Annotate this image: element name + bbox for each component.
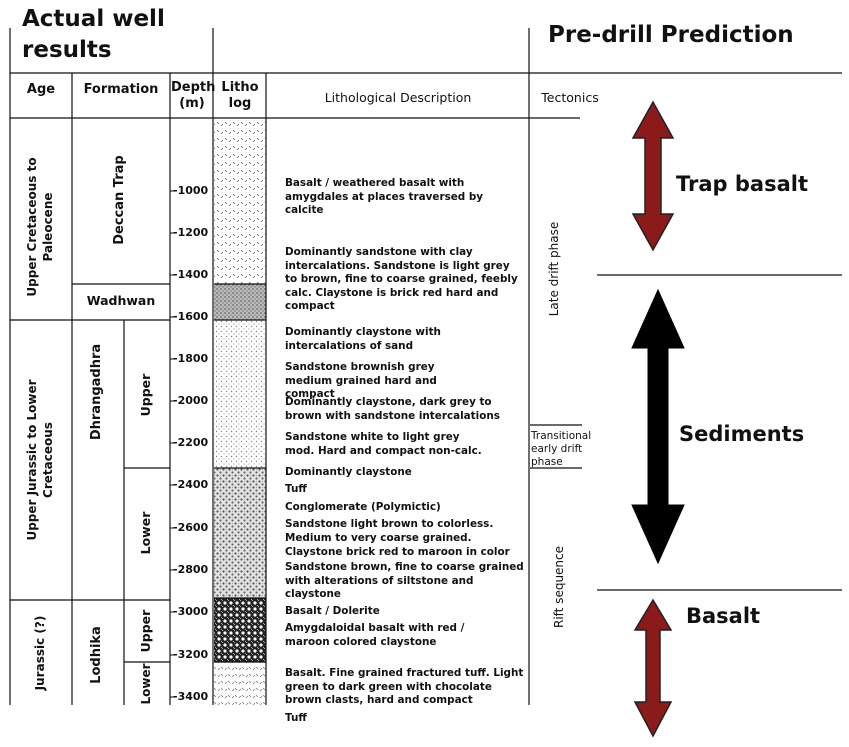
tectonics-rift-sequence: Rift sequence <box>552 545 566 629</box>
description-sandstone-brownish: Sandstone brownish grey medium grained h… <box>285 361 437 401</box>
lithological-description-header: Lithological Description <box>324 90 472 105</box>
description-amygdaloidal-basalt: Amygdaloidal basalt with red / maroon co… <box>285 622 465 648</box>
formation-dhrangadhra: Dhrangadhra <box>89 343 104 441</box>
prediction-basalt: Basalt <box>686 604 761 628</box>
description-claystone-dark-grey: Dominantly claystone, dark grey to brown… <box>285 396 500 422</box>
description-claystone-sand: Dominantly claystone with intercalations… <box>285 326 441 352</box>
description-basalt: Basalt / weathered basalt with amygdales… <box>285 177 484 217</box>
description-sandstone-white: Sandstone white to light grey mod. Hard … <box>285 431 482 457</box>
prediction-trap-basalt: Trap basalt <box>676 172 808 196</box>
description-fine-grained-tuff: Basalt. Fine grained fractured tuff. Lig… <box>285 667 524 707</box>
trap-basalt-arrow <box>631 100 675 252</box>
litho-wadhwan <box>214 284 266 320</box>
prediction-sediments: Sediments <box>679 422 805 446</box>
formation-lodhika: Lodhika <box>89 626 104 684</box>
litho-basalt <box>214 118 266 284</box>
depth-header: Depth (m) <box>171 80 216 111</box>
description-sandstone-light-brown: Sandstone light brown to colorless. Medi… <box>285 518 494 544</box>
actual-well-results-title: Actual well results <box>22 6 165 63</box>
depth-label: -1400 <box>173 268 209 281</box>
litho-tuff <box>214 662 266 705</box>
pre-drill-prediction-title: Pre-drill Prediction <box>548 22 794 48</box>
depth-label: -3200 <box>173 648 209 661</box>
litho-dhrangadhra-lower <box>214 468 266 598</box>
tectonics-header: Tectonics <box>541 90 599 105</box>
litho-header: Litho log <box>221 80 259 111</box>
basalt-arrow <box>633 598 673 738</box>
sediments-arrow <box>631 288 685 565</box>
description-tuff: Tuff <box>285 483 307 495</box>
depth-label: -2800 <box>173 563 209 576</box>
depth-label: -2000 <box>173 394 209 407</box>
member-dhrangadhra-upper: Upper <box>138 373 153 417</box>
age-upper-cretaceous: Upper Cretaceous to Paleocene <box>25 157 55 297</box>
description-sandstone-clay: Dominantly sandstone with clay intercala… <box>285 246 518 313</box>
depth-label: -1200 <box>173 226 209 239</box>
description-claystone: Dominantly claystone <box>285 466 412 478</box>
litho-dhrangadhra-upper <box>214 320 266 468</box>
depth-label: -3000 <box>173 605 209 618</box>
age-header: Age <box>26 82 56 97</box>
depth-label: -2600 <box>173 521 209 534</box>
depth-label: -1800 <box>173 352 209 365</box>
age-jurassic: Jurassic (?) <box>33 615 47 691</box>
formation-wadhwan: Wadhwan <box>86 293 156 308</box>
description-claystone-brick-red: Claystone brick red to maroon in color <box>285 546 510 558</box>
depth-label: -2400 <box>173 478 209 491</box>
description-basalt-dolerite: Basalt / Dolerite <box>285 605 380 617</box>
depth-label: -1000 <box>173 184 209 197</box>
formation-deccan-trap: Deccan Trap <box>112 155 127 245</box>
depth-label: -3400 <box>173 690 209 703</box>
description-tuff-bottom: Tuff <box>285 712 307 724</box>
depth-label: -2200 <box>173 436 209 449</box>
member-lodhika-lower: Lower <box>139 663 153 705</box>
description-sandstone-brown: Sandstone brown, fine to coarse grained … <box>285 561 524 601</box>
formation-header: Formation <box>83 82 159 97</box>
age-upper-jurassic: Upper Jurassic to Lower Cretaceous <box>25 379 55 541</box>
tectonics-late-drift-phase: Late drift phase <box>547 221 561 317</box>
tectonics-transitional: Transitional early drift phase <box>531 430 592 468</box>
member-dhrangadhra-lower: Lower <box>138 511 153 555</box>
litho-dolerite <box>214 598 266 662</box>
description-conglomerate: Conglomerate (Polymictic) <box>285 501 441 513</box>
depth-label: -1600 <box>173 310 209 323</box>
